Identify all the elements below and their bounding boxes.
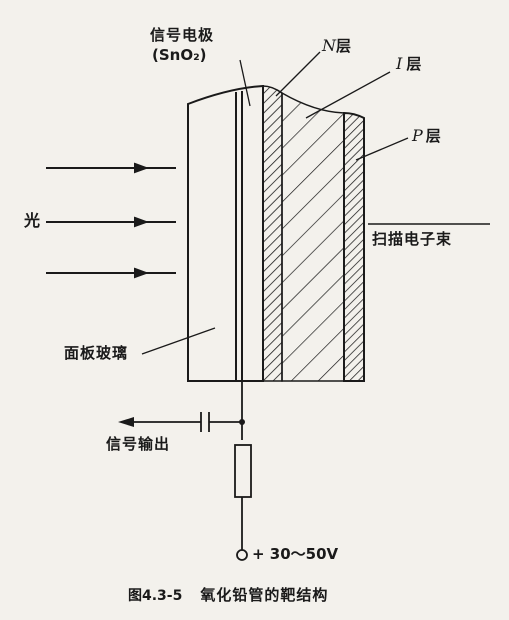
p-layer (343, 111, 365, 382)
faceplate-glass-label: 面板玻璃 (64, 344, 129, 362)
figure-title: 氧化铅管的靶结构 (200, 586, 329, 604)
junction-dot (239, 419, 245, 425)
scanning-beam-label: 扫描电子束 (372, 230, 453, 248)
n-layer-label: N层 (322, 36, 353, 55)
light-label: 光 (24, 211, 42, 230)
load-resistor (234, 444, 252, 498)
output-arrow (118, 417, 134, 427)
faceplate-glass-layer (187, 84, 264, 382)
output-circuit (134, 381, 252, 550)
signal-output-label: 信号输出 (106, 435, 171, 453)
n-layer (262, 85, 283, 382)
light-arrows (46, 162, 176, 279)
signal-electrode-label: 信号电极 (150, 26, 215, 44)
sno2-label: (SnO₂) (152, 46, 207, 64)
i-layer (281, 91, 345, 382)
supply-terminal (236, 549, 248, 561)
supply-voltage-label: + 30～50V (252, 545, 339, 563)
figure-number: 图4.3-5 (128, 588, 183, 604)
leader-lines (141, 51, 409, 355)
figure-caption: 图4.3-5 氧化铅管的靶结构 (128, 586, 329, 604)
